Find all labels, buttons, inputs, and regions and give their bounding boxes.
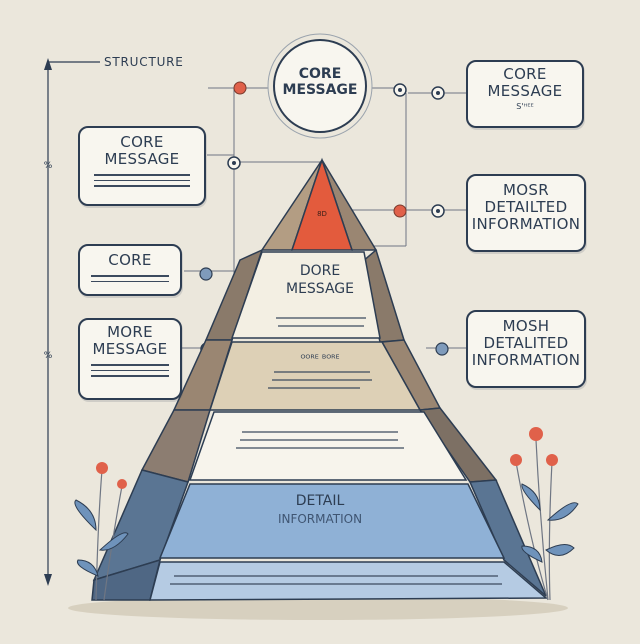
pyramid-level-2-text: DORE MESSAGE [262, 262, 378, 298]
pyramid-text-lines [170, 317, 502, 585]
right-card-detailed-information-2: MOSH DETALITED INFORMATION [466, 310, 586, 388]
pyramid-level-apex [290, 157, 354, 251]
left-card-1-text-lines [93, 174, 191, 187]
core-message-circle [267, 33, 373, 139]
scale-mark-2: % [44, 351, 53, 361]
pyramid-right-face-5 [468, 479, 547, 597]
left-card-core: CORE [78, 244, 182, 296]
left-card-3-text-lines [91, 364, 169, 377]
apex-label: 8D [317, 210, 327, 218]
pyramid-level-5-line2: INFORMATION [277, 512, 363, 526]
pyramid-level-5-line1: DETAIL [295, 493, 345, 509]
left-card-2-text-lines [91, 275, 169, 282]
pyramid-level-4 [188, 411, 468, 481]
pyramid-level-2 [230, 251, 381, 339]
left-card-more-message: MORE MESSAGE [78, 318, 182, 400]
left-card-1-line1: CORE [120, 133, 164, 151]
right-card-3-line2: DETALITED [483, 334, 569, 352]
plant-left-decoration [74, 462, 129, 601]
right-card-3-line1: MOSH [502, 317, 550, 335]
plant-right-decoration [510, 427, 579, 601]
pyramid-level-3-text: ᴼᴼᴿᴱ ᴮᴼᴿᴱ [300, 354, 340, 365]
structure-label: STRUCTURE [104, 55, 184, 69]
pyramid-level-3 [208, 341, 422, 411]
left-card-1-line2: MESSAGE [104, 150, 180, 168]
scale-mark-1: % [44, 161, 53, 171]
left-card-3-line1: MORE [107, 323, 153, 341]
right-card-3-line3: INFORMATION [471, 351, 581, 369]
core-message-circle-line2: MESSAGE [282, 82, 358, 98]
right-card-2-line1: MOSR [503, 181, 549, 199]
right-card-1-line2: MESSAGE [487, 82, 563, 100]
left-card-core-message: CORE MESSAGE [78, 126, 206, 206]
right-card-core-message: CORE MESSAGE S'ᴴᴱᴱ [466, 60, 584, 128]
right-card-1-line1: CORE [503, 65, 547, 83]
left-card-2-line1: CORE [108, 251, 152, 269]
pyramid-level-5-text: DETAIL INFORMATION [250, 492, 390, 528]
pyramid [68, 157, 568, 620]
left-scale [44, 58, 100, 586]
left-card-3-line2: MESSAGE [92, 340, 168, 358]
pyramid-level-6 [149, 561, 549, 601]
right-card-2-line2: DETAILTED [484, 198, 568, 216]
pyramid-level-2-line1: DORE [299, 263, 341, 279]
right-card-2-line3: INFORMATION [471, 215, 581, 233]
pyramid-level-5 [158, 483, 506, 559]
pyramid-level-2-line2: MESSAGE [286, 281, 354, 297]
core-message-circle-text: CORE MESSAGE [274, 66, 366, 98]
core-message-circle-line1: CORE [298, 66, 342, 82]
right-card-1-line3: S'ᴴᴱᴱ [516, 102, 534, 111]
right-card-detailed-information-1: MOSR DETAILTED INFORMATION [466, 174, 586, 252]
